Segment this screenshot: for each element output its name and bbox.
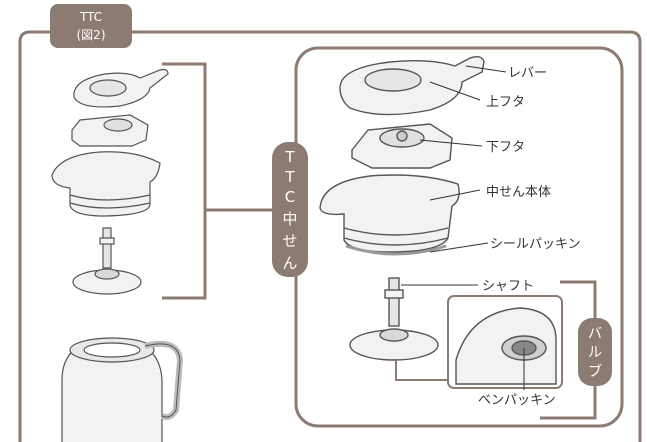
right-exploded-parts [319,55,563,389]
lower-lid [351,123,453,169]
outer-frame [18,30,642,442]
valve-char: ブ [588,363,602,380]
small-valve-disc [72,268,142,295]
label-seal-packing: シールパッキン [490,237,581,252]
left-exploded-parts [51,68,184,442]
ttc-char: T [284,148,295,166]
tag-line2: (図2) [77,28,106,42]
upper-lid-with-lever [339,55,485,116]
small-stopper-body [51,151,161,217]
ttc-char: せ [282,232,297,250]
valve-vertical-label: バ ル ブ [578,318,612,386]
label-upper-lid: 上フタ [486,95,525,110]
valve-char: バ [588,326,602,342]
label-valve-packing: ベンパッキン [478,393,556,408]
leader-lines [401,65,525,390]
ttc-char: ん [282,254,297,272]
valve-disc [349,328,439,361]
shaft [384,277,404,327]
label-lever: レバー [508,66,547,81]
figure-tag: TTC (図2) [50,4,132,48]
bottle [61,337,184,442]
stopper-body [319,174,460,256]
label-stopper-body: 中せん本体 [486,185,551,200]
small-lower-lid [71,114,149,147]
tag-line1: TTC [79,10,102,24]
valve-char: ル [588,345,602,361]
label-shaft: シャフト [482,279,534,294]
ttc-char: T [284,168,295,186]
label-lower-lid: 下フタ [486,140,525,155]
ttc-char: 中 [282,210,297,228]
small-shaft [99,227,115,269]
ttc-char: C [285,188,295,206]
small-upper-lid [73,68,169,108]
left-bracket [162,62,272,300]
ttc-vertical-label: T T C 中 せ ん [272,142,308,277]
